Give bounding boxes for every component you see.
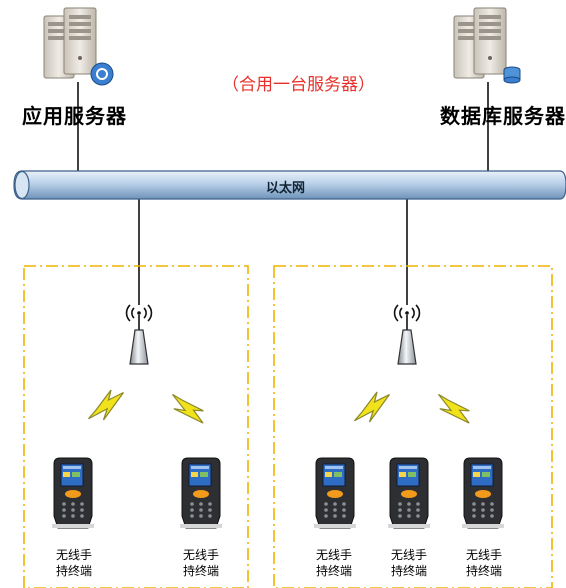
handheld-terminal-icon [313,457,357,529]
wireless-access-point-icon [393,304,421,365]
wireless-zone-2-border [273,265,553,588]
app-server-label: 应用服务器 [22,104,127,128]
ethernet-label: 以太网 [266,181,306,196]
app-server-icon [43,7,114,86]
lightning-icon [353,391,391,423]
database-server-icon [453,7,521,84]
db-server-label: 数据库服务器 [440,104,566,128]
handheld-terminal-icon [179,457,223,529]
lightning-icon [436,388,473,429]
wireless-access-point-icon [125,304,153,365]
handheld-label: 无线手持终端 [390,548,427,578]
lightning-icon [87,389,125,421]
handheld-label: 无线手持终端 [465,548,502,578]
handheld-terminal-icon [461,457,505,529]
handheld-terminal-icon [51,457,95,529]
ethernet-bus [13,170,566,200]
handheld-label: 无线手持终端 [315,548,352,578]
handheld-terminal-icon [387,457,431,529]
wireless-zone-1-border [23,265,249,588]
lightning-icon [170,388,207,429]
shared-server-note: （合用一台服务器） [222,75,375,95]
handheld-label: 无线手持终端 [182,548,219,578]
handheld-label: 无线手持终端 [55,548,92,578]
